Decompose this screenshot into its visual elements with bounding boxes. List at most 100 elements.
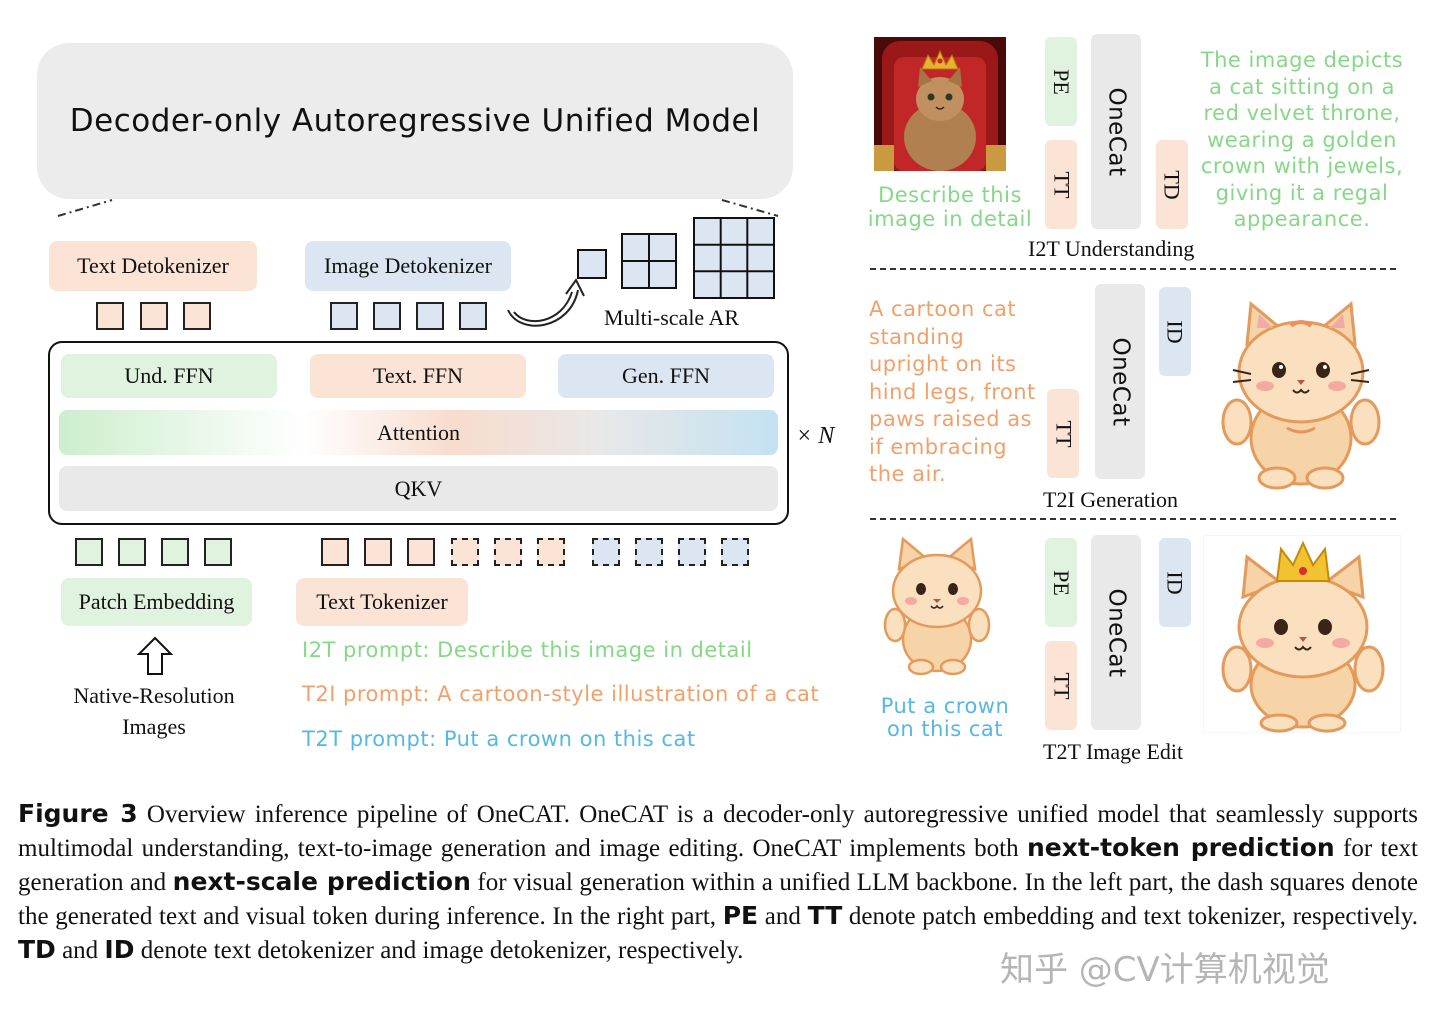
i2t-output-line: a cat sitting on a	[1209, 74, 1395, 99]
text-ffn-box: Text. FFN	[310, 354, 526, 398]
caption-bold: TD	[18, 935, 56, 964]
t2t-onecat-label: OneCat	[1103, 587, 1130, 678]
generated-visual-token	[592, 538, 620, 566]
i2t-section-label: I2T Understanding	[1028, 236, 1195, 261]
generated-text-token	[451, 538, 479, 566]
i2t-pe-box: PE	[1045, 37, 1077, 126]
patch-token	[161, 538, 189, 566]
times-n-label: × N	[796, 423, 835, 449]
section-divider	[870, 268, 1396, 270]
cat-throne-image	[874, 37, 1006, 171]
t2t-pe-label: PE	[1049, 569, 1074, 596]
gen-ffn-box: Gen. FFN	[558, 354, 774, 398]
t2i-prompt-line: hind legs, front	[869, 379, 1036, 404]
caption-text: denote patch embedding and text tokenize…	[842, 903, 1418, 930]
qkv-label: QKV	[394, 475, 443, 501]
text-token	[407, 538, 435, 566]
t2t-tt-box: TT	[1045, 641, 1077, 730]
multiscale-grids	[577, 217, 775, 299]
section-divider	[870, 518, 1396, 520]
multiscale-ar-label: Multi-scale AR	[604, 305, 740, 330]
text-detokenizer-box: Text Detokenizer	[49, 241, 257, 291]
t2t-onecat-box: OneCat	[1091, 535, 1141, 730]
patch-token	[75, 538, 103, 566]
caption-bold: TT	[807, 901, 843, 930]
qkv-box: QKV	[59, 466, 778, 511]
i2t-user-prompt-line2: image in detail	[867, 207, 1033, 231]
attention-box: Attention	[59, 410, 778, 455]
t2t-user-prompt: Put a crown on this cat	[866, 695, 1024, 741]
title-connector-lines	[57, 199, 779, 217]
t2i-id-box: ID	[1159, 287, 1191, 376]
caption-text: Overview inference pipeline of OneCAT. O…	[18, 801, 1418, 862]
transformer-block	[48, 341, 789, 525]
text-output-token	[183, 302, 211, 330]
i2t-output-text: The image depicts a cat sitting on a red…	[1196, 47, 1408, 233]
text-output-token	[96, 302, 124, 330]
i2t-td-box: TD	[1156, 140, 1188, 229]
text-ffn-label: Text. FFN	[372, 363, 464, 388]
t2i-prompt-line: paws raised as	[869, 407, 1033, 431]
t2i-onecat-box: OneCat	[1095, 284, 1145, 479]
attention-label: Attention	[376, 419, 461, 445]
caption-bold: PE	[722, 901, 759, 930]
multiscale-arrow-icon	[507, 278, 585, 327]
t2i-tt-label: TT	[1050, 420, 1076, 447]
gen-ffn-label: Gen. FFN	[621, 363, 710, 388]
t2i-prompt: T2I prompt: A cartoon-style illustration…	[302, 682, 820, 706]
model-title-box: Decoder-only Autoregressive Unified Mode…	[37, 43, 793, 199]
figure-label: Figure 3	[18, 799, 138, 828]
caption-bold: ID	[104, 935, 135, 964]
t2i-prompt-line: upright on its	[869, 352, 1017, 376]
t2i-user-prompt: A cartoon cat standing upright on its hi…	[869, 296, 1044, 489]
cartoon-cat-image	[1221, 301, 1381, 490]
text-tokenizer-box: Text Tokenizer	[296, 578, 468, 626]
t2t-prompt-line2: on this cat	[887, 717, 1003, 741]
figure-caption: Figure 3 Overview inference pipeline of …	[18, 797, 1418, 967]
up-arrow-icon	[137, 636, 173, 675]
caption-bold: next-token prediction	[1026, 833, 1335, 862]
generated-text-token	[537, 538, 565, 566]
caption-text: and	[758, 903, 808, 930]
t2t-prompt: T2T prompt: Put a crown on this cat	[302, 727, 696, 751]
image-output-token	[330, 302, 358, 330]
patch-token	[204, 538, 232, 566]
caption-text: for text generation and	[18, 835, 1418, 896]
t2t-tt-label: TT	[1048, 672, 1074, 699]
patch-token	[118, 538, 146, 566]
watermark: 知乎 @CV计算机视觉	[1000, 950, 1330, 990]
image-output-token	[416, 302, 444, 330]
i2t-user-prompt: Describe this image in detail	[866, 183, 1034, 231]
input-cartoon-cat-image	[883, 536, 991, 675]
i2t-user-prompt-line1: Describe this	[878, 183, 1022, 207]
native-images-line1: Native-Resolution	[73, 683, 235, 708]
i2t-output-line: giving it a regal	[1215, 180, 1389, 205]
t2t-section-label: T2T Image Edit	[1043, 739, 1184, 764]
image-detokenizer-box: Image Detokenizer	[305, 241, 511, 291]
text-tokenizer-label: Text Tokenizer	[316, 589, 448, 614]
i2t-pe-label: PE	[1049, 68, 1074, 95]
caption-text: for visual generation within a unified L…	[18, 869, 1418, 930]
und-ffn-label: Und. FFN	[124, 363, 214, 388]
text-detokenizer-label: Text Detokenizer	[77, 253, 229, 278]
t2t-pe-box: PE	[1045, 538, 1077, 627]
image-output-token	[373, 302, 401, 330]
t2i-prompt-line: standing	[869, 324, 965, 349]
t2i-prompt-line: A cartoon cat	[869, 297, 1017, 321]
native-images-line2: Images	[122, 714, 186, 739]
i2t-prompt: I2T prompt: Describe this image in detai…	[302, 638, 753, 662]
t2t-prompt-line1: Put a crown	[880, 694, 1010, 718]
i2t-output-line: wearing a golden	[1207, 127, 1397, 152]
patch-embedding-label: Patch Embedding	[78, 589, 235, 614]
i2t-tt-label: TT	[1048, 171, 1074, 198]
i2t-output-line: appearance.	[1233, 207, 1371, 231]
generated-visual-token	[721, 538, 749, 566]
t2t-id-label: ID	[1163, 570, 1188, 595]
i2t-tt-box: TT	[1045, 140, 1077, 229]
caption-text: and	[55, 937, 105, 964]
generated-visual-token	[678, 538, 706, 566]
caption-bold: next-scale prediction	[172, 867, 471, 896]
i2t-onecat-box: OneCat	[1091, 34, 1141, 229]
image-output-token	[459, 302, 487, 330]
caption-text: denote text detokenizer and image detoke…	[134, 937, 744, 964]
